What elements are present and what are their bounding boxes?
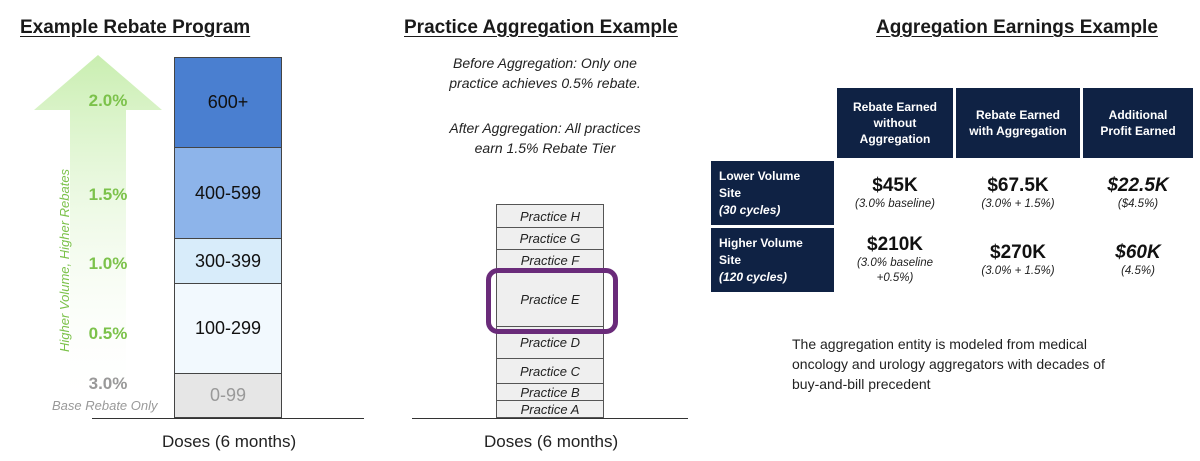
practice-e: Practice E (496, 271, 604, 327)
row-label-line: Site (719, 185, 742, 200)
cell-lower-without: $45K (3.0% baseline) (837, 161, 953, 225)
cell-note: (3.0% + 1.5%) (981, 264, 1055, 277)
rate-1-5: 1.5% (88, 185, 128, 204)
table-header-row: Rebate Earned without Aggregation Rebate… (711, 88, 1193, 158)
header-with-aggregation: Rebate Earned with Aggregation (956, 88, 1080, 158)
row-label-line: Site (719, 252, 742, 267)
cell-value: $45K (872, 174, 918, 196)
row-label-line: Higher Volume (719, 235, 803, 250)
header-line: without (873, 116, 917, 130)
arrow-shape (34, 55, 162, 410)
base-rebate-note: Base Rebate Only (52, 398, 158, 413)
earnings-table: Rebate Earned without Aggregation Rebate… (708, 85, 1196, 295)
tier-range: 400-599 (194, 182, 262, 203)
x-axis-line-2 (412, 418, 688, 419)
header-line: Profit Earned (1100, 124, 1176, 138)
earnings-example-title: Aggregation Earnings Example (876, 17, 1158, 38)
x-axis-label: Doses (6 months) (162, 432, 297, 451)
cell-higher-without: $210K (3.0% baseline +0.5%) (837, 228, 953, 292)
tier-range: 0-99 (209, 385, 247, 405)
tier-box-100: 100-299 (174, 283, 282, 374)
cell-higher-with: $270K (3.0% + 1.5%) (956, 228, 1080, 292)
tier-box-0: 0-99 (174, 373, 282, 418)
rate-base: 3.0% (88, 374, 128, 393)
cell-note: ($4.5%) (1117, 197, 1159, 210)
table-row: Lower Volume Site (30 cycles) $45K (3.0%… (711, 161, 1193, 225)
cell-lower-additional: $22.5K ($4.5%) (1083, 161, 1193, 225)
table-corner (711, 88, 834, 158)
arrow-label: Higher Volume, Higher Rebates (57, 168, 72, 352)
x-axis-line (92, 418, 364, 419)
aggregation-footnote: The aggregation entity is modeled from m… (792, 336, 1105, 392)
practice-h: Practice H (496, 204, 604, 228)
header-without-aggregation: Rebate Earned without Aggregation (837, 88, 953, 158)
practice-f: Practice F (496, 249, 604, 272)
cell-value: $210K (867, 234, 923, 255)
practice-c: Practice C (496, 358, 604, 384)
cell-value: $22.5K (1107, 174, 1169, 196)
cell-note: (3.0% baseline) (855, 197, 935, 210)
practice-b: Practice B (496, 383, 604, 401)
cell-note: (3.0% baseline (856, 257, 934, 269)
cell-note: +0.5%) (876, 272, 914, 284)
aggregation-example-title: Practice Aggregation Example (404, 17, 678, 38)
practice-g: Practice G (496, 227, 604, 250)
rate-0-5: 0.5% (88, 324, 128, 343)
row-label-cycles: (30 cycles) (719, 202, 781, 217)
tier-box-400: 400-599 (174, 147, 282, 239)
volume-arrow (34, 55, 162, 410)
row-label-higher-volume: Higher Volume Site (120 cycles) (711, 228, 834, 292)
cell-lower-with: $67.5K (3.0% + 1.5%) (956, 161, 1080, 225)
rate-1-0: 1.0% (88, 254, 128, 273)
cell-value: $67.5K (987, 174, 1049, 196)
header-line: Rebate Earned (975, 108, 1061, 122)
header-line: Aggregation (859, 132, 931, 146)
header-line: Rebate Earned (852, 100, 938, 114)
practice-e-highlight (486, 268, 618, 334)
tier-box-300: 300-399 (174, 238, 282, 284)
rebate-program-title: Example Rebate Program (20, 17, 251, 38)
tier-range: 100-299 (194, 318, 262, 338)
cell-value: $60K (1115, 241, 1161, 263)
rate-2-0: 2.0% (88, 91, 128, 110)
before-line-2: practice achieves 0.5% rebate. (449, 75, 641, 91)
after-line-2: earn 1.5% Rebate Tier (474, 140, 616, 156)
row-label-line: Lower Volume (719, 168, 801, 183)
cell-note: (3.0% + 1.5%) (981, 197, 1055, 210)
after-line-1: After Aggregation: All practices (449, 120, 641, 136)
tier-range: 300-399 (194, 250, 262, 271)
tier-box-600: 600+ (174, 57, 282, 148)
row-label-cycles: (120 cycles) (719, 269, 788, 284)
x-axis-label-2: Doses (6 months) (484, 432, 619, 451)
row-label-lower-volume: Lower Volume Site (30 cycles) (711, 161, 834, 225)
before-line-1: Before Aggregation: Only one (453, 55, 637, 71)
tier-range: 600+ (207, 92, 249, 112)
header-additional-profit: Additional Profit Earned (1083, 88, 1193, 158)
table-row: Higher Volume Site (120 cycles) $210K (3… (711, 228, 1193, 292)
header-line: Additional (1108, 108, 1168, 122)
cell-note: (4.5%) (1121, 264, 1155, 277)
cell-value: $270K (990, 241, 1046, 263)
practice-a: Practice A (496, 400, 604, 418)
before-aggregation-note: Before Aggregation: Only one practice ac… (420, 53, 670, 93)
cell-higher-additional: $60K (4.5%) (1083, 228, 1193, 292)
after-aggregation-note: After Aggregation: All practices earn 1.… (420, 118, 670, 158)
header-line: with Aggregation (969, 124, 1067, 138)
